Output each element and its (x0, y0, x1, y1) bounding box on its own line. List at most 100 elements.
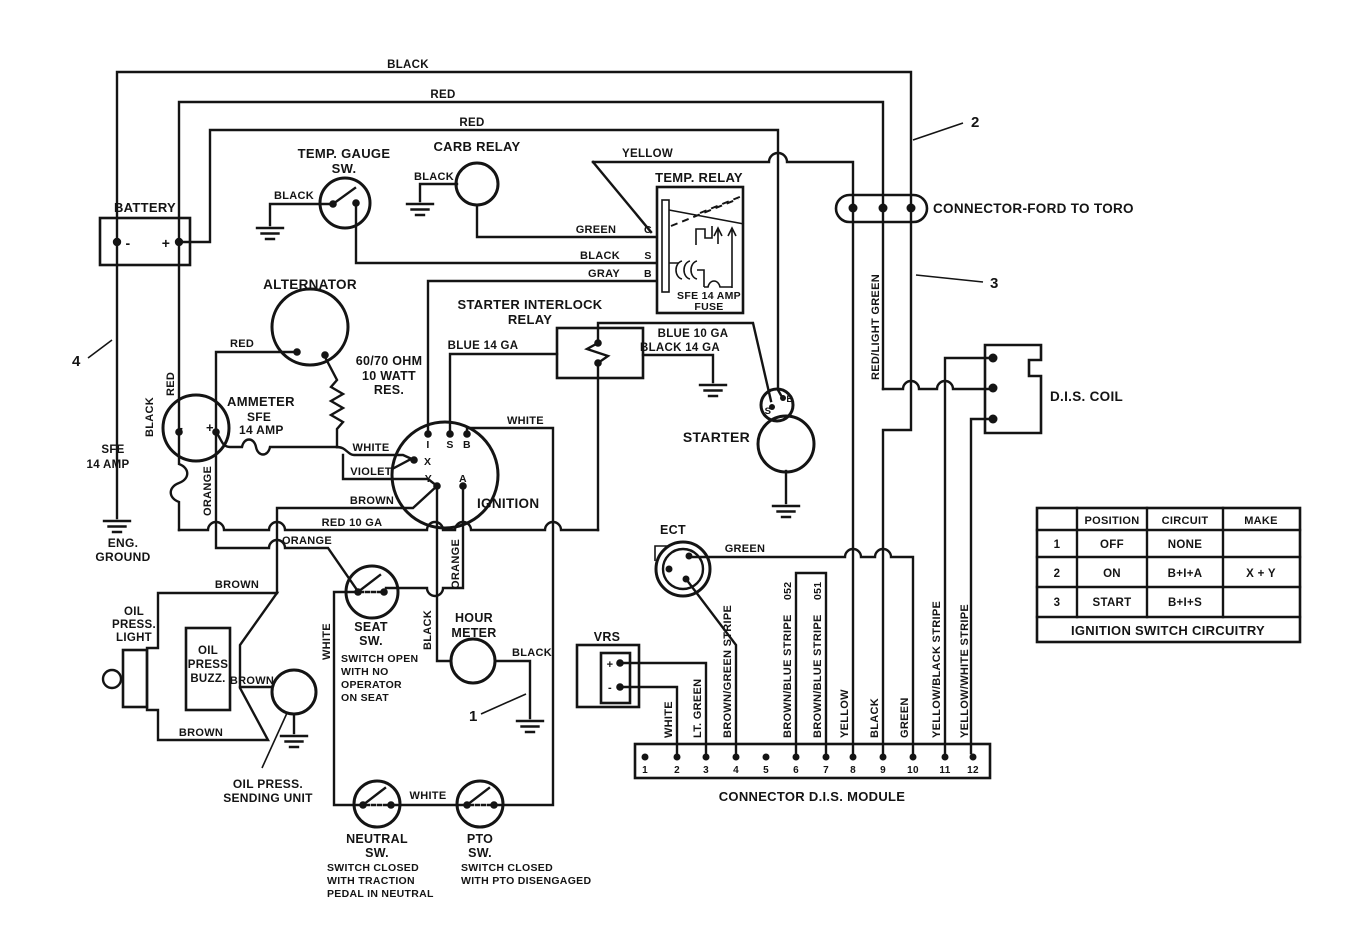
terminal-dot (354, 588, 362, 596)
pin-dot (822, 753, 830, 761)
table-cell: ON (1103, 568, 1121, 580)
pin-number: 1 (642, 765, 648, 776)
terminal-dot (878, 203, 888, 213)
wire-runs (115, 70, 993, 807)
wire-label-black: BLACK (414, 171, 454, 183)
terminal-dot (685, 552, 693, 560)
oil-press-light-body (121, 648, 149, 709)
ignition-terminal-b: B (463, 439, 471, 451)
wire-label-red: RED (430, 89, 455, 101)
wire-label-brown: BROWN (350, 495, 394, 507)
neutral-sw-note-2: WITH TRACTION (327, 875, 415, 887)
callout-2: 2 (971, 114, 980, 131)
terminal-dot (410, 456, 418, 464)
pin-dot (969, 753, 977, 761)
battery-symbol (98, 216, 192, 267)
wire-label-green-vert: GREEN (899, 697, 911, 738)
wire-label-blue14: BLUE 14 GA (448, 340, 519, 352)
seat-sw-note-3: OPERATOR (341, 679, 402, 691)
wire-label-black14: BLACK 14 GA (640, 342, 720, 354)
wire-alt-red (214, 350, 299, 434)
ignition-table (1035, 506, 1302, 644)
wire-yellow-black-stripe (943, 356, 993, 755)
resistor-label-3: RES. (374, 383, 404, 397)
terminal-dot (769, 404, 775, 410)
terminal-dot (594, 339, 602, 347)
left-fuse-label-1: SFE (101, 444, 124, 456)
ignition-terminal-a: A (459, 473, 467, 485)
wire-label-browngreen-vert: BROWN/GREEN STRIPE (722, 605, 734, 738)
temp-relay-fuse (669, 262, 732, 288)
sending-unit-label-1: OIL PRESS. (233, 777, 303, 791)
seat-sw-note-4: ON SEAT (341, 692, 389, 704)
temp-relay-terminal-s: S (644, 250, 651, 262)
terminal-dot (433, 482, 441, 490)
battery-minus: - (126, 235, 131, 251)
ignition-terminal-s: S (446, 439, 453, 451)
battery-plus: + (162, 235, 170, 251)
starter-label: STARTER (683, 429, 750, 445)
starter-motor-symbol (756, 414, 816, 474)
ammeter-symbol (161, 393, 231, 463)
terminal-dot (387, 801, 395, 809)
connector-ford-toro-symbol (834, 193, 929, 224)
interlock-label-1: STARTER INTERLOCK (458, 297, 603, 312)
wire-label-black-vert: BLACK (869, 698, 881, 738)
ignition-terminal-x: X (424, 456, 431, 468)
pin-number: 3 (703, 765, 709, 776)
ect-tab (654, 545, 668, 561)
ignition-switch-symbol (390, 420, 500, 530)
table-header-position: POSITION (1085, 515, 1140, 527)
seat-sw-note-2: WITH NO (341, 666, 389, 678)
callout-1: 1 (469, 708, 478, 725)
hour-meter-label-1: HOUR (455, 611, 493, 625)
temp-relay-box (655, 185, 745, 315)
terminal-dot (988, 414, 998, 424)
left-fuse-label-2: 14 AMP (87, 459, 130, 471)
wire-ammeter-fuse (214, 430, 339, 456)
pin-dot (909, 753, 917, 761)
table-cell: X + Y (1246, 568, 1276, 580)
wire-label-green: GREEN (725, 543, 766, 555)
ammeter-label: AMMETER (227, 394, 295, 409)
pin-number: 5 (763, 765, 769, 776)
ignition-wiper (392, 457, 413, 470)
wire-brown-banner (145, 591, 280, 742)
wire-blue-10ga (596, 321, 773, 403)
terminal-dot (380, 588, 388, 596)
wire-label-gray: GRAY (588, 268, 620, 280)
wire-label-brownblue-vert: BROWN/BLUE STRIPE (782, 614, 794, 738)
wire-label-black: BLACK (387, 59, 429, 71)
dis-coil-label: D.I.S. COIL (1050, 389, 1123, 404)
vrs-plus: + (607, 659, 614, 671)
pin-number: 11 (939, 765, 950, 776)
wire-lt-green (618, 661, 708, 755)
ground-icon (102, 519, 132, 534)
terminal-dot (988, 383, 998, 393)
wire-label-orange-vert: ORANGE (202, 466, 214, 516)
terminal-dot (780, 395, 786, 401)
terminal-dot (359, 801, 367, 809)
temp-relay-label: TEMP. RELAY (655, 170, 743, 185)
oil-press-light-bulb (101, 668, 123, 690)
battery-label: BATTERY (114, 200, 176, 215)
temp-relay-bimetal (661, 199, 670, 293)
connector-ford-label: CONNECTOR-FORD TO TORO (933, 201, 1134, 216)
wire-label-brown: BROWN (215, 579, 259, 591)
wire-label-orange-vert: ORANGE (450, 539, 462, 589)
terminal-dot (112, 237, 122, 247)
wire-resistor (323, 355, 346, 449)
terminal-dot (988, 353, 998, 363)
wire-black-tgs (354, 201, 658, 265)
oil-buzz-label-3: BUZZ. (190, 673, 225, 685)
terminal-dot (321, 351, 329, 359)
wire-label-black: BLACK (580, 250, 620, 262)
pin-dot (849, 753, 857, 761)
dis-module-label: CONNECTOR D.I.S. MODULE (719, 789, 906, 804)
wire-red-1 (177, 100, 885, 391)
vrs-inner-box (599, 651, 632, 705)
ammeter-plus: + (206, 420, 214, 435)
wire-label-red: RED (230, 338, 254, 350)
interlock-contact (584, 341, 611, 365)
sending-unit-leader (261, 712, 288, 769)
